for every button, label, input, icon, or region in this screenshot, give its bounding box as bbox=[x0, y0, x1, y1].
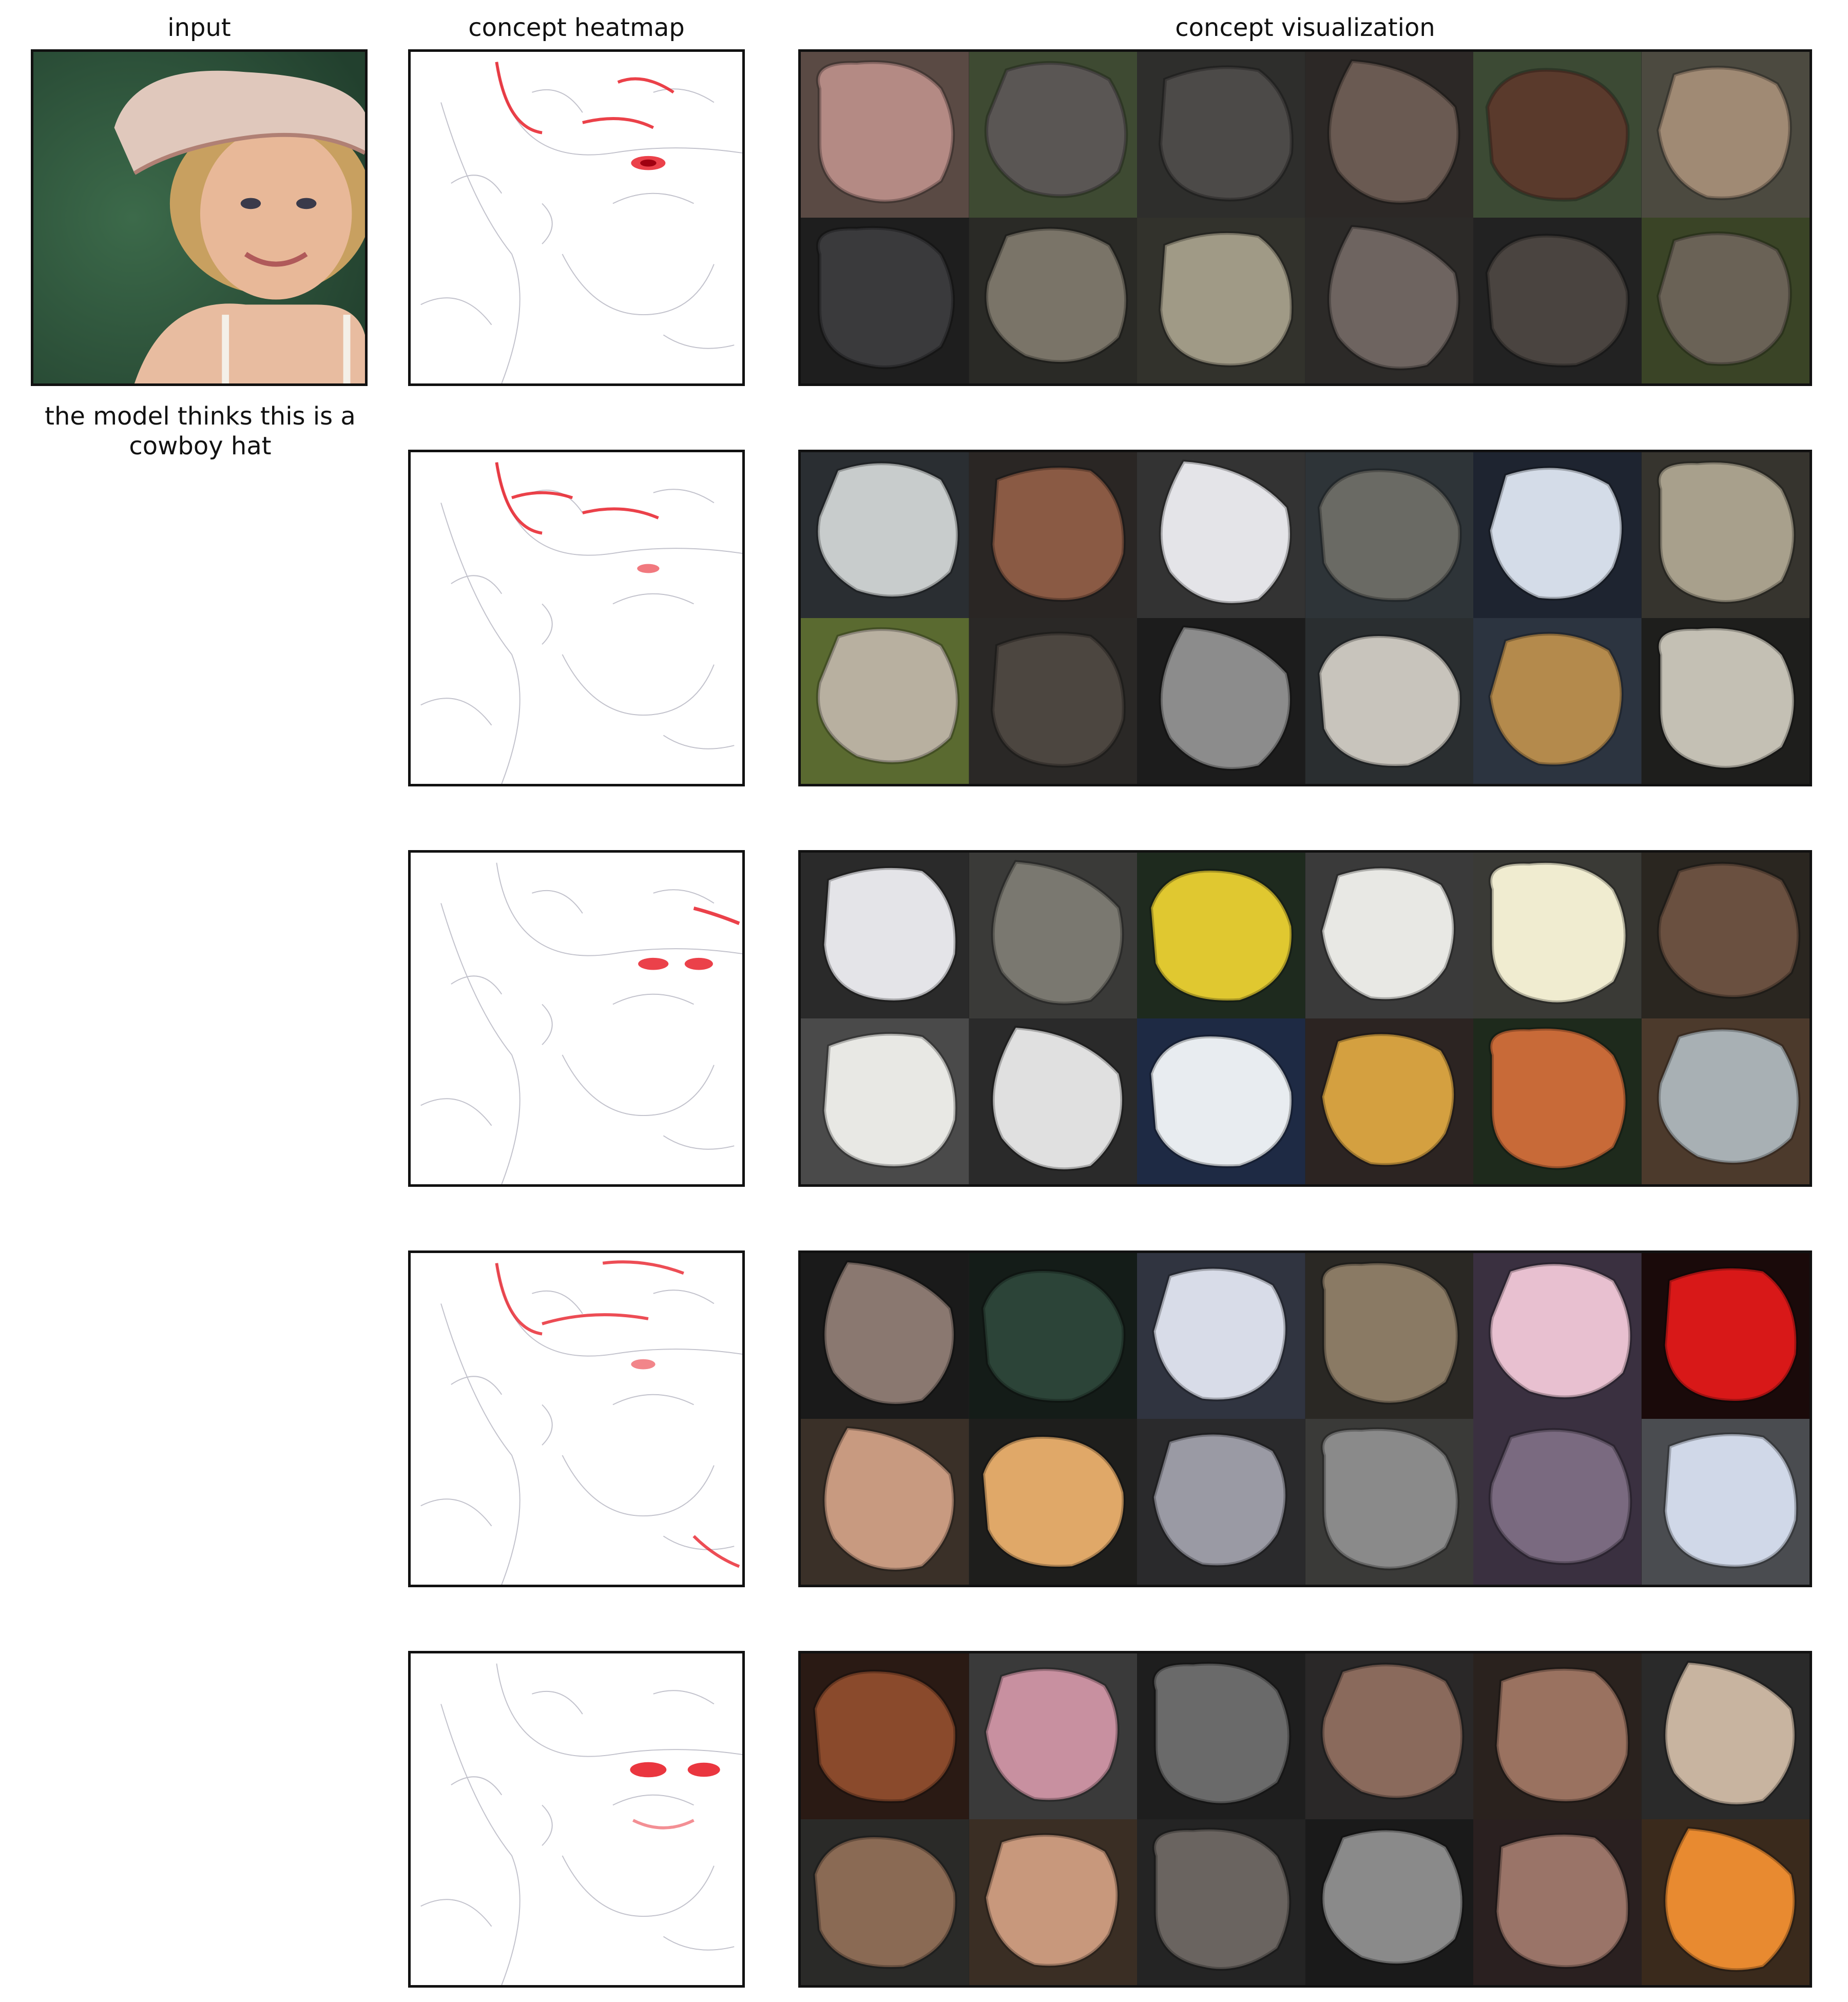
concept-patch-brown-bull-standing bbox=[1473, 52, 1642, 218]
concept-patch-new-balance-shoe bbox=[1137, 452, 1305, 618]
concept-heatmap-2 bbox=[408, 450, 745, 786]
concept-patch-elephant-skin-eye bbox=[969, 218, 1137, 383]
concept-patch-worn-shoe bbox=[1641, 452, 1810, 618]
concept-patch-orange-patterned bbox=[969, 1419, 1137, 1585]
column-title-visualization: concept visualization bbox=[1175, 13, 1435, 42]
concept-patch-child-with-hat bbox=[1641, 1018, 1810, 1184]
column-title-heatmap: concept heatmap bbox=[468, 13, 685, 42]
concept-patch-teapot bbox=[1473, 1419, 1642, 1585]
concept-patch-wooden-structure bbox=[969, 452, 1137, 618]
concept-patch-pink-beret-sunglasses bbox=[969, 1653, 1137, 1819]
concept-patch-elephant-trunk-tusk bbox=[1305, 218, 1473, 383]
concept-patch-red-goggles bbox=[1641, 1253, 1810, 1419]
concept-patch-man-in-car bbox=[1137, 1819, 1305, 1985]
concept-patch-lemon bbox=[1137, 853, 1305, 1018]
concept-patch-black-white-pattern bbox=[969, 1018, 1137, 1184]
concept-patch-elephant-in-grass bbox=[1641, 218, 1810, 383]
concept-patch-delft-shoes bbox=[1137, 1253, 1305, 1419]
concept-patch-sundial bbox=[801, 618, 969, 784]
concept-patch-white-boat-hull bbox=[1473, 452, 1642, 618]
concept-patch-man-face bbox=[1305, 1653, 1473, 1819]
concept-patch-curly-hair bbox=[801, 1653, 969, 1819]
concept-heatmap-5 bbox=[408, 1651, 745, 1988]
concept-patch-totem-face bbox=[1641, 618, 1810, 784]
concept-visualization-3 bbox=[798, 850, 1812, 1187]
concept-patch-bra bbox=[1305, 1419, 1473, 1585]
concept-patch-sneaker-closeup bbox=[801, 452, 969, 618]
concept-patch-child-eating bbox=[1641, 1653, 1810, 1819]
input-image bbox=[31, 49, 368, 386]
concept-patch-man-cap bbox=[801, 1819, 969, 1985]
concept-patch-glasses bbox=[801, 1253, 969, 1419]
concept-patch-green-hat bbox=[969, 1253, 1137, 1419]
concept-patch-cream-surface bbox=[1473, 853, 1642, 1018]
girl-cowboy-hat-illustration bbox=[33, 52, 365, 383]
concept-patch-people-in-cowboy-hats bbox=[1641, 52, 1810, 218]
concept-patch-old-barn-wall bbox=[969, 853, 1137, 1018]
concept-visualization-1 bbox=[798, 49, 1812, 386]
concept-patch-rusty-ship bbox=[1305, 452, 1473, 618]
concept-patch-woman-beanie bbox=[1473, 1819, 1642, 1985]
concept-patch-paper-roll bbox=[801, 853, 969, 1018]
concept-patch-baby-sunglasses bbox=[801, 1419, 969, 1585]
concept-patch-ram-horn bbox=[1473, 218, 1642, 383]
concept-patch-tropical-fruit bbox=[1473, 1018, 1642, 1184]
concept-patch-old-radiator bbox=[1641, 853, 1810, 1018]
concept-patch-buffalo-horn-closeup bbox=[1305, 52, 1473, 218]
concept-patch-towels-package bbox=[1137, 1018, 1305, 1184]
concept-visualization-2 bbox=[798, 450, 1812, 786]
concept-patch-shoes-pile bbox=[1137, 1419, 1305, 1585]
concept-patch-paper-towel-roll bbox=[1305, 853, 1473, 1018]
concept-patch-running-shoe-sole bbox=[1137, 618, 1305, 784]
concept-patch-butterfly-bib bbox=[1473, 1253, 1642, 1419]
concept-patch-orange-hat-child bbox=[1641, 1819, 1810, 1985]
concept-heatmap-4 bbox=[408, 1250, 745, 1587]
concept-heatmap-3 bbox=[408, 850, 745, 1187]
concept-patch-bw-portrait bbox=[1305, 1819, 1473, 1985]
concept-patch-plastic-bag bbox=[1641, 1419, 1810, 1585]
concept-heatmap-1 bbox=[408, 49, 745, 386]
concept-patch-elephant-wrinkles bbox=[1137, 218, 1305, 383]
concept-visualization-5 bbox=[798, 1651, 1812, 1988]
concept-patch-white-fabric bbox=[801, 1018, 969, 1184]
concept-patch-buffalo-face bbox=[1137, 52, 1305, 218]
concept-visualization-4 bbox=[798, 1250, 1812, 1587]
concept-patch-elephant-eye bbox=[801, 218, 969, 383]
concept-patch-woman-yellow-hat bbox=[1305, 1018, 1473, 1184]
concept-patch-knitted-hat bbox=[1305, 1253, 1473, 1419]
concept-patch-boat-on-shore bbox=[1473, 618, 1642, 784]
concept-patch-sturgeon-fish bbox=[1305, 618, 1473, 784]
concept-patch-shipwreck bbox=[969, 618, 1137, 784]
concept-patch-open-mouth-face bbox=[1473, 1653, 1642, 1819]
concept-patch-profile-face bbox=[1137, 1653, 1305, 1819]
column-title-input: input bbox=[167, 13, 231, 42]
concept-patch-woman-in-straw-hat bbox=[801, 52, 969, 218]
concept-patch-water-buffalo-horns bbox=[969, 52, 1137, 218]
prediction-caption: the model thinks this is a cowboy hat bbox=[45, 402, 356, 460]
concept-patch-smiling-woman bbox=[969, 1819, 1137, 1985]
